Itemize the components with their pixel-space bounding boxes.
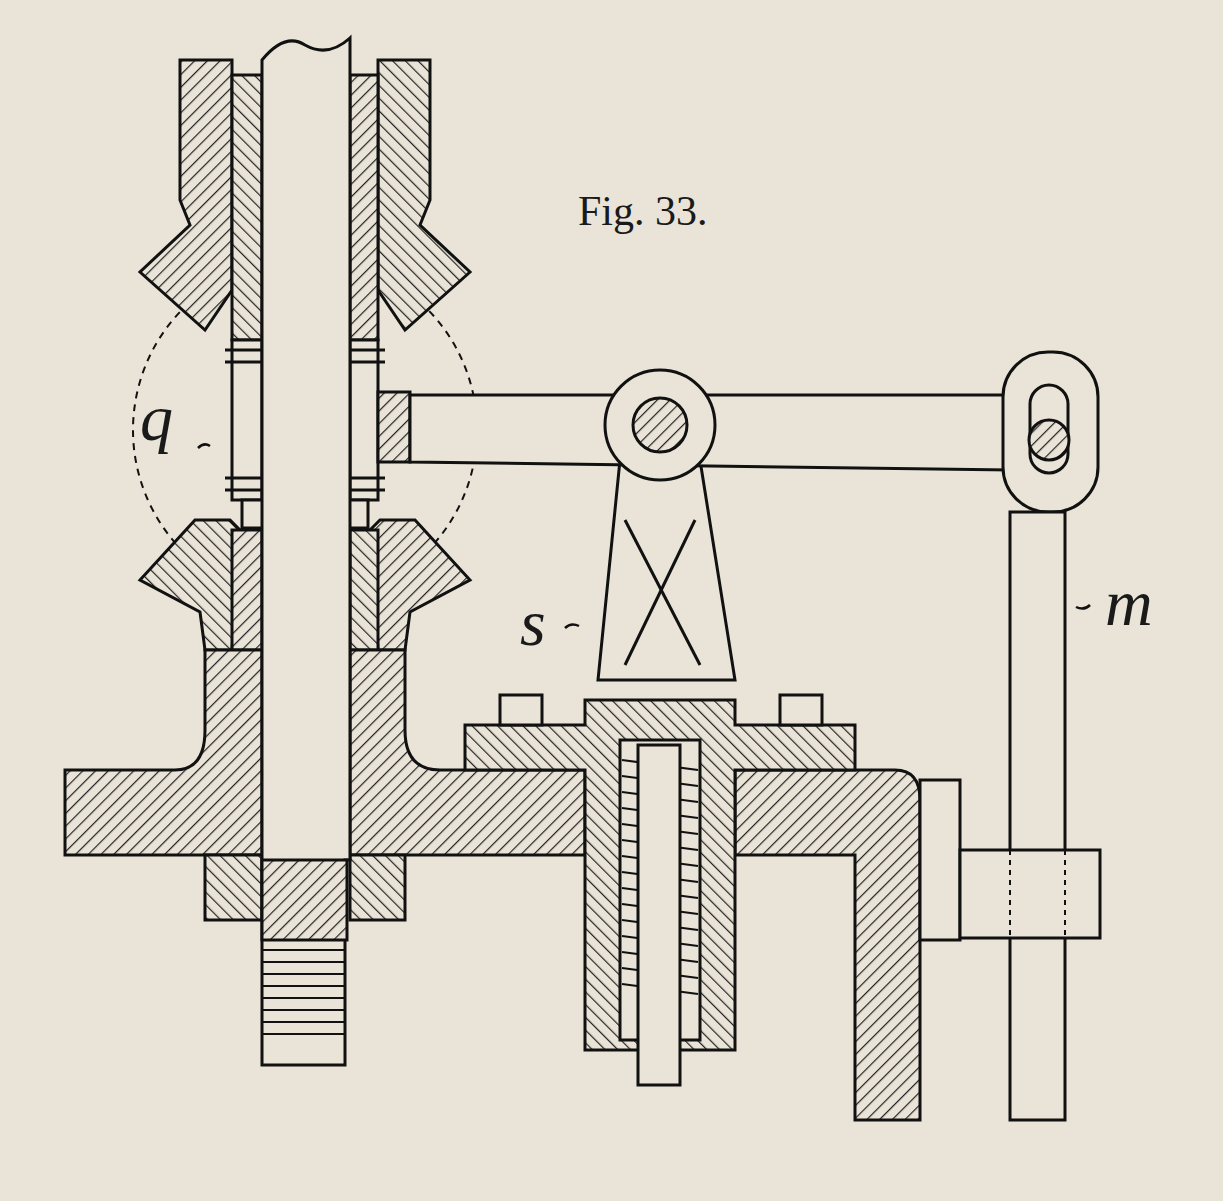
figure-title: Fig. 33. [578, 190, 708, 232]
part-letter: q [140, 385, 173, 451]
part-letter: m [1105, 570, 1153, 636]
part-letter: s [520, 590, 546, 656]
